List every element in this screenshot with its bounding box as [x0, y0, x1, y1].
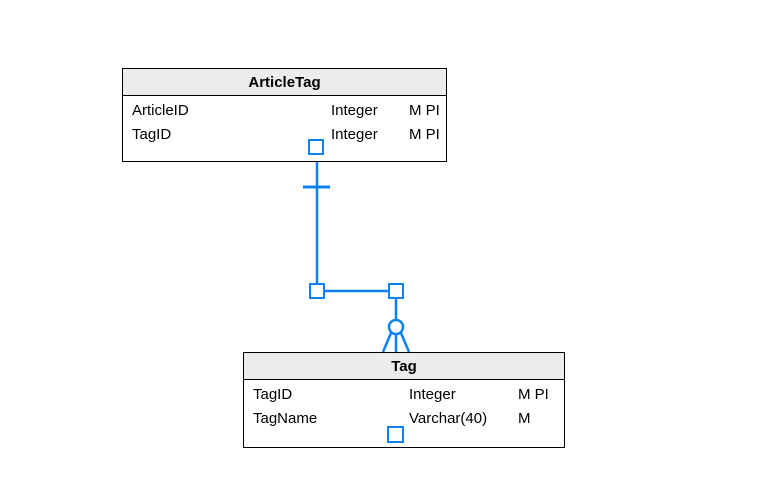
table-columns: ArticleID Integer M PI TagID Integer M P…: [123, 96, 446, 147]
table-row[interactable]: TagName Varchar(40) M: [244, 407, 564, 431]
table-title[interactable]: Tag: [244, 353, 564, 380]
column-flags: M: [518, 410, 531, 427]
column-flags: M PI: [409, 126, 440, 143]
waypoint-handle[interactable]: [388, 283, 404, 299]
column-name: TagName: [253, 410, 318, 427]
entity-table-articletag[interactable]: ArticleTag ArticleID Integer M PI TagID …: [122, 68, 447, 162]
table-row[interactable]: TagID Integer M PI: [123, 123, 446, 147]
column-flags: M PI: [409, 102, 440, 119]
crowfoot-right-prong-icon: [399, 332, 411, 353]
zero-cardinality-circle-icon: [387, 318, 405, 336]
table-row[interactable]: ArticleID Integer M PI: [123, 99, 446, 123]
column-type: Varchar(40): [409, 410, 488, 427]
waypoint-handle[interactable]: [309, 283, 325, 299]
column-name: ArticleID: [132, 102, 189, 119]
column-type: Integer: [331, 102, 378, 119]
column-flags: M PI: [518, 386, 549, 403]
column-type: Integer: [409, 386, 456, 403]
table-row[interactable]: TagID Integer M PI: [244, 383, 564, 407]
crowfoot-left-prong-icon: [381, 332, 393, 353]
table-columns: TagID Integer M PI TagName Varchar(40) M: [244, 380, 564, 431]
table-title[interactable]: ArticleTag: [123, 69, 446, 96]
column-name: TagID: [253, 386, 293, 403]
entity-table-tag[interactable]: Tag TagID Integer M PI TagName Varchar(4…: [243, 352, 565, 448]
column-name: TagID: [132, 126, 172, 143]
column-type: Integer: [331, 126, 378, 143]
